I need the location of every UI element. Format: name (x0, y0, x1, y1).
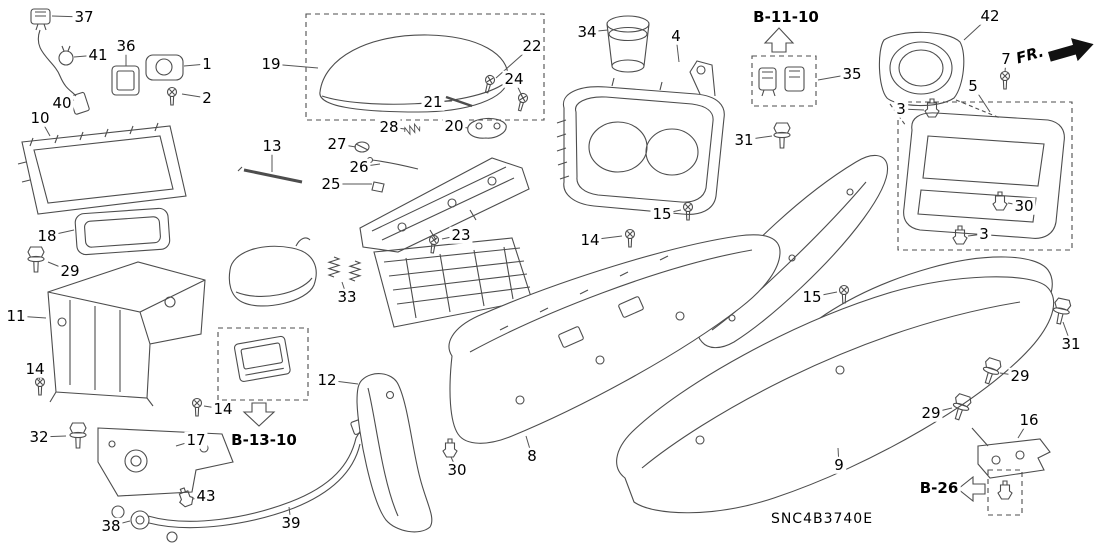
part-label-16: 16 (1017, 410, 1041, 429)
part-label-37: 37 (72, 7, 96, 26)
part-label-21: 21 (421, 92, 445, 111)
b-13-10-assembly-drawing (217, 327, 309, 427)
bracket-16-drawing (971, 427, 1051, 479)
part-label-4: 4 (669, 26, 683, 45)
part-label-24: 24 (502, 69, 526, 88)
part-label-40: 40 (50, 93, 74, 112)
part-label-43: 43 (194, 486, 218, 505)
armrest-base-drawing (228, 237, 317, 307)
ref-label-B-13-10[interactable]: B-13-10 (229, 431, 299, 449)
part-label-36: 36 (114, 36, 138, 55)
part-label-32: 32 (27, 427, 51, 446)
b-11-10-clips-drawing (751, 27, 817, 107)
part-label-34: 34 (575, 22, 599, 41)
front-trim-drawing (356, 373, 433, 533)
slide-rail-drawing (237, 95, 530, 253)
side-panel-9-drawing (616, 276, 1055, 514)
part-label-27: 27 (325, 134, 349, 153)
part-label-23: 23 (449, 225, 473, 244)
bracket-17-drawing (97, 427, 234, 497)
part-label-3: 3 (894, 99, 908, 118)
b-13-10-arrow-icon (242, 402, 276, 427)
part-label-20: 20 (442, 116, 466, 135)
part-label-5: 5 (966, 76, 980, 95)
part-label-3: 3 (977, 224, 991, 243)
part-label-8: 8 (525, 446, 539, 465)
part-label-13: 13 (260, 136, 284, 155)
part-label-11: 11 (4, 306, 28, 325)
part-label-18: 18 (35, 226, 59, 245)
part-label-39: 39 (279, 513, 303, 532)
part-label-14: 14 (578, 230, 602, 249)
part-label-33: 33 (335, 287, 359, 306)
shifter-panel-drawing (878, 31, 1001, 127)
part-label-26: 26 (347, 157, 371, 176)
part-label-30: 30 (1012, 196, 1036, 215)
part-label-14: 14 (23, 359, 47, 378)
diagram-code: SNC4B3740E (770, 511, 874, 527)
tray-mat-drawing (74, 207, 171, 256)
part-label-12: 12 (315, 370, 339, 389)
part-label-2: 2 (200, 88, 214, 107)
top-left-fasteners-drawing (30, 8, 184, 115)
part-label-35: 35 (840, 64, 864, 83)
part-label-15: 15 (650, 204, 674, 223)
console-box-drawing (47, 261, 206, 407)
part-label-31: 31 (732, 130, 756, 149)
part-label-29: 29 (58, 261, 82, 280)
part-label-1: 1 (200, 54, 214, 73)
fr-arrow-icon (1048, 38, 1094, 62)
part-label-19: 19 (259, 54, 283, 73)
part-label-7: 7 (999, 49, 1013, 68)
b-26-clip-drawing (957, 469, 1023, 516)
part-label-29: 29 (919, 403, 943, 422)
upper-tray-drawing (17, 122, 187, 215)
b-26-arrow-icon (957, 475, 986, 503)
part-label-41: 41 (86, 45, 110, 64)
part-label-28: 28 (377, 117, 401, 136)
b-11-10-arrow-icon (763, 27, 795, 53)
cup-holder-console-drawing (556, 60, 725, 215)
part-label-14: 14 (211, 399, 235, 418)
part-label-29: 29 (1008, 366, 1032, 385)
part-label-15: 15 (800, 287, 824, 306)
ref-label-B-11-10[interactable]: B-11-10 (751, 8, 821, 26)
part-label-22: 22 (520, 36, 544, 55)
cup-drawing (606, 15, 650, 73)
part-label-9: 9 (832, 455, 846, 474)
part-label-31: 31 (1059, 334, 1083, 353)
part-label-30: 30 (445, 460, 469, 479)
part-label-17: 17 (184, 430, 208, 449)
part-label-10: 10 (28, 108, 52, 127)
part-label-38: 38 (99, 516, 123, 535)
part-label-25: 25 (319, 174, 343, 193)
ref-label-B-26[interactable]: B-26 (917, 479, 961, 497)
console-rear-panel-drawing (448, 234, 781, 444)
part-label-42: 42 (978, 6, 1002, 25)
